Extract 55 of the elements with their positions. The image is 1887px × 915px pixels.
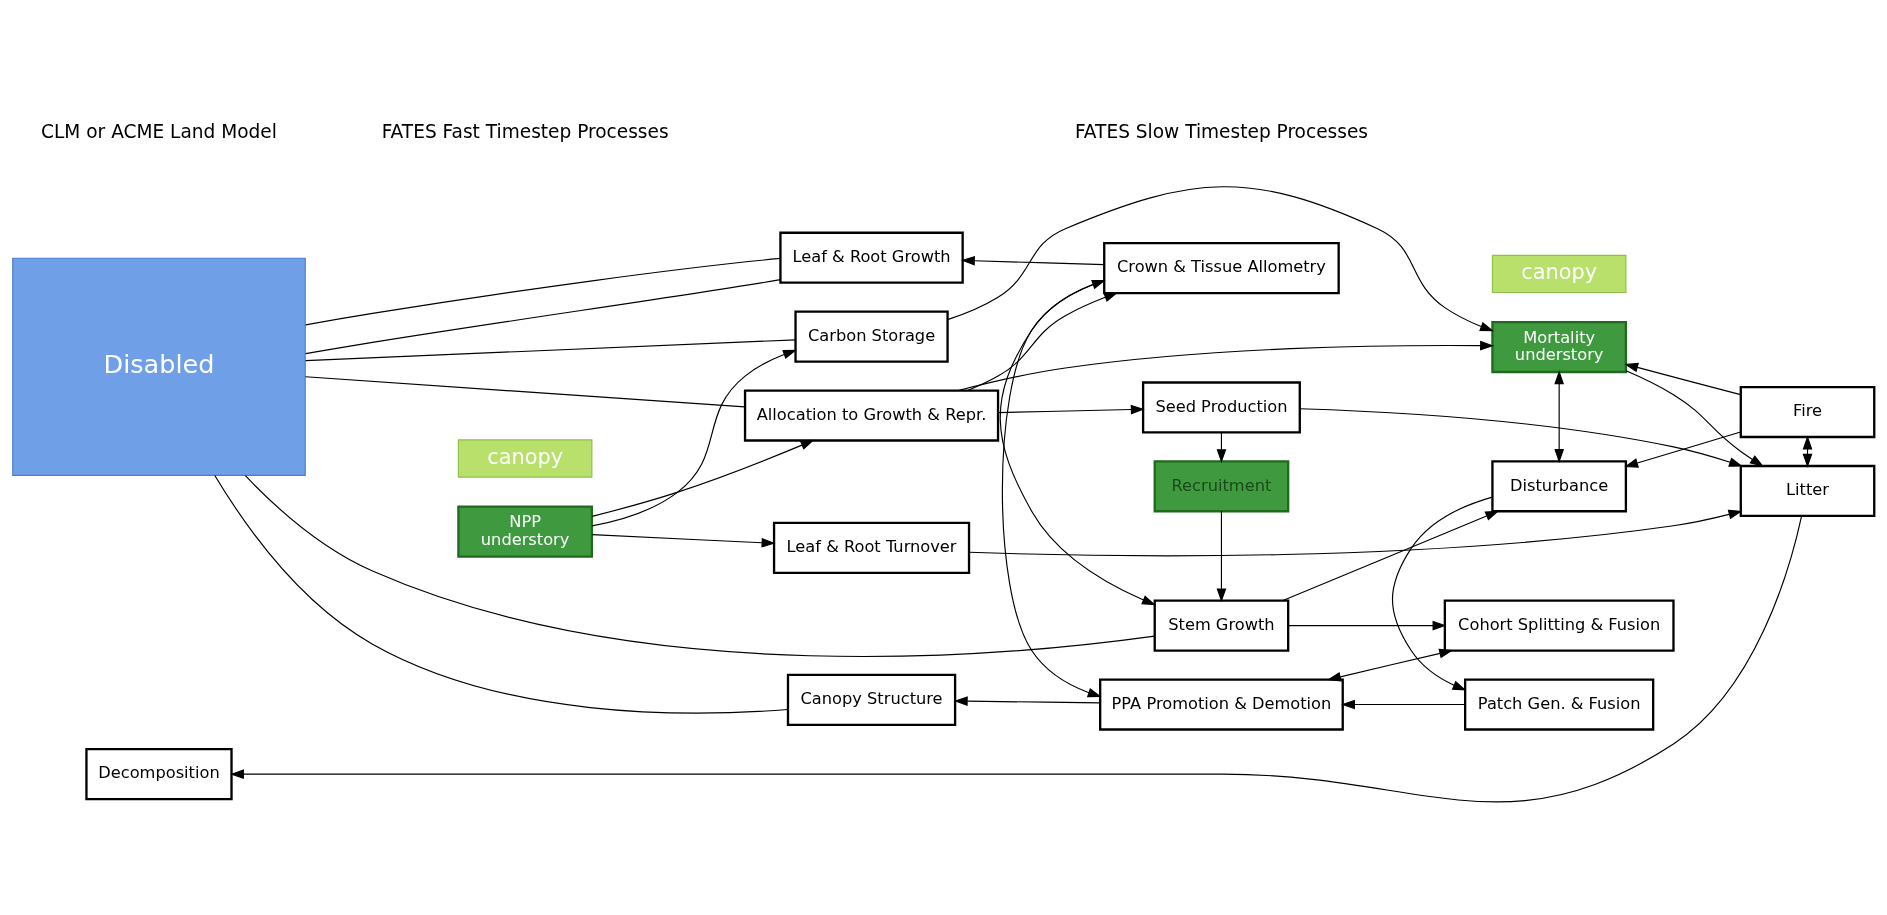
arrow <box>1341 699 1466 710</box>
connector <box>305 257 781 326</box>
node-box: Leaf & Root Turnover <box>772 521 971 574</box>
arrow <box>1216 510 1227 603</box>
arrow <box>997 404 1145 415</box>
arrow <box>968 509 1743 557</box>
connector <box>244 475 1156 657</box>
node-box: Mortality understory <box>1491 320 1628 374</box>
node-box: canopy <box>457 439 593 478</box>
node-box: NPP understory <box>457 505 593 558</box>
arrow <box>1554 370 1565 464</box>
arrow <box>1282 510 1500 602</box>
arrow <box>591 349 797 527</box>
node-box: canopy <box>1491 254 1627 294</box>
label: FATES Fast Timestep Processes <box>381 120 669 142</box>
arrow <box>1287 620 1447 631</box>
arrow <box>1299 408 1743 467</box>
connector <box>305 279 781 355</box>
arrow <box>946 186 1494 332</box>
label: FATES Slow Timestep Processes <box>1074 120 1368 142</box>
arrow <box>960 255 1105 266</box>
arrow <box>1624 362 1742 396</box>
node-box: Litter <box>1739 464 1876 518</box>
arrow <box>953 696 1101 706</box>
connector <box>305 339 797 362</box>
arrow <box>967 292 1119 392</box>
node-box: Canopy Structure <box>786 673 957 726</box>
node-box: Leaf & Root Growth <box>779 231 964 284</box>
node-box: Seed Production <box>1141 381 1301 434</box>
node-box: Carbon Storage <box>794 310 949 363</box>
node-box: Disabled <box>12 257 306 476</box>
arrow <box>1327 648 1454 682</box>
node-box: Crown & Tissue Allometry <box>1103 242 1340 295</box>
arrow <box>1624 431 1742 468</box>
connector <box>305 376 746 408</box>
node-box: Allocation to Growth & Repr. <box>743 389 1000 442</box>
node-box: Patch Gen. & Fusion <box>1464 678 1655 731</box>
arrow <box>1802 435 1813 468</box>
node-box: Fire <box>1739 385 1876 439</box>
arrow <box>591 534 776 548</box>
arrow <box>1001 280 1105 698</box>
node-box: Cohort Splitting & Fusion <box>1443 599 1675 652</box>
arrow <box>957 340 1495 392</box>
node-box: PPA Promotion & Demotion <box>1099 678 1344 731</box>
arrow <box>591 439 815 517</box>
node-box: Stem Growth <box>1153 599 1290 652</box>
arrow <box>229 515 1803 803</box>
node-box: Disturbance <box>1491 460 1628 513</box>
arrow <box>1391 496 1493 691</box>
node-box: Recruitment <box>1153 460 1290 513</box>
arrow <box>999 280 1156 606</box>
node-box: Decomposition <box>85 748 233 801</box>
connector <box>214 474 789 714</box>
arrow <box>1625 370 1764 467</box>
label: CLM or ACME Land Model <box>41 120 277 142</box>
